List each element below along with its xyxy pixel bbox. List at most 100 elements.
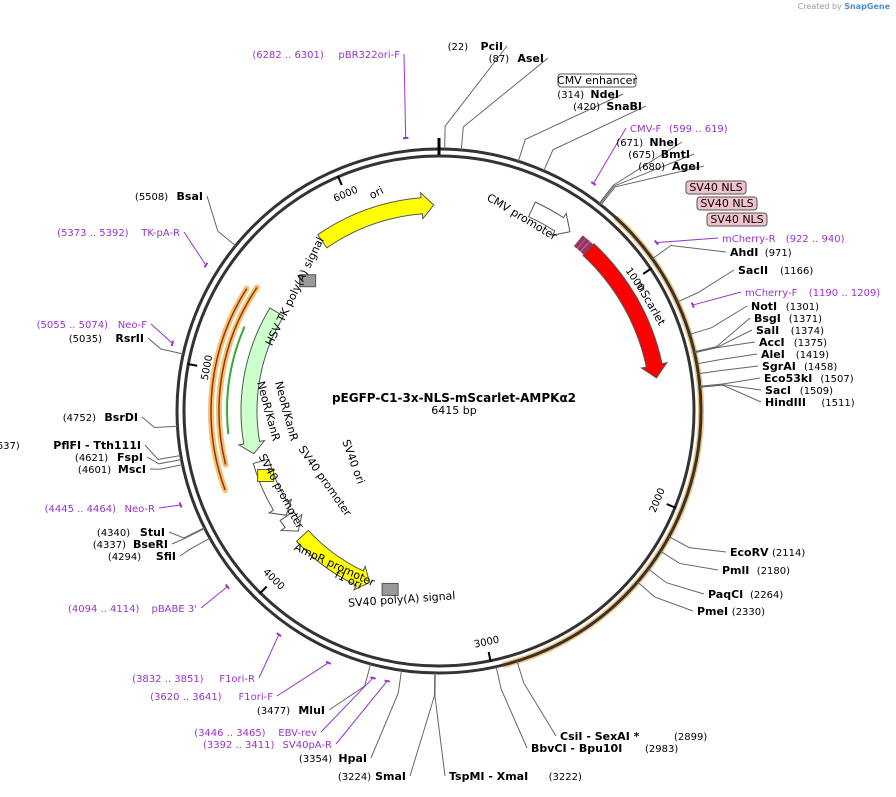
enzyme-line-9 — [689, 305, 748, 335]
enzyme-22: CsiI - SexAI * — [560, 730, 640, 743]
feature-box-label-4: SV40 NLS — [710, 213, 763, 226]
enzyme-pos-12: (1375) — [794, 338, 827, 349]
feature-8 — [279, 510, 303, 532]
tick-label-2000: 2000 — [648, 487, 668, 515]
primer-line-2 — [656, 237, 719, 244]
enzyme-pos-18: (2114) — [772, 548, 805, 559]
enzyme-line-2 — [517, 93, 624, 162]
enzyme-9: NotI — [751, 300, 777, 313]
enzyme-line-29 — [171, 527, 205, 545]
enzyme-pos-13: (1419) — [796, 350, 829, 361]
enzyme-line-22 — [516, 660, 557, 737]
feature-sv40-nls-3 — [577, 238, 590, 252]
tick-label-3000: 3000 — [473, 635, 500, 651]
enzyme-line-1 — [460, 57, 549, 150]
enzyme-line-33 — [144, 444, 181, 460]
enzyme-20: PaqCI — [708, 588, 743, 601]
enzyme-26: HpaI — [338, 752, 367, 765]
enzyme-line-24 — [434, 672, 446, 777]
enzyme-line-20 — [647, 568, 705, 595]
enzyme-pos-22: (2899) — [674, 732, 707, 743]
enzyme-pos-28: (4294) — [108, 552, 141, 563]
enzyme-line-16 — [699, 384, 762, 391]
enzyme-pos-2: (314) — [557, 90, 584, 101]
enzyme-line-19 — [660, 550, 719, 571]
enzyme-pos-9: (1301) — [786, 302, 819, 313]
enzyme-pos-20: (2264) — [750, 590, 783, 601]
enzyme-pos-14: (1458) — [804, 362, 837, 373]
feature-label-6: SV40 poly(A) signal — [348, 589, 456, 609]
enzyme-pos-0: (22) — [448, 42, 469, 53]
orf-neo-line — [210, 288, 248, 491]
feature-box-label-0: CMV enhancer — [557, 74, 637, 87]
enzyme-35: RsrII — [115, 332, 144, 345]
feature-box-2 — [685, 180, 747, 195]
enzyme-pos-17: (1511) — [821, 398, 854, 409]
enzyme-5: BmtI — [661, 148, 690, 161]
primer-line-6 — [320, 677, 374, 733]
primer-2: mCherry-R — [722, 234, 776, 245]
enzyme-line-25 — [409, 672, 436, 777]
enzyme-pos-24: (3222) — [549, 772, 582, 783]
enzyme-pos-33: (4637) — [0, 441, 20, 452]
enzyme-line-28 — [179, 537, 211, 557]
primer-mark-8 — [224, 583, 230, 590]
enzyme-pos-6: (680) — [638, 162, 665, 173]
label-leader-lines — [141, 45, 762, 777]
enzyme-pos-31: (4601) — [78, 465, 111, 476]
enzyme-21: PmeI — [697, 605, 728, 618]
enzyme-pos-34: (4752) — [63, 413, 96, 424]
enzyme-pos-35: (5035) — [69, 334, 102, 345]
primer-mark-4 — [276, 632, 282, 637]
enzyme-31: MscI — [118, 463, 146, 476]
enzyme-10: BsgI — [754, 312, 781, 325]
feature-6 — [381, 582, 399, 596]
feature-11 — [237, 307, 285, 455]
enzyme-28: SfiI — [156, 550, 176, 563]
enzyme-32: FspI — [117, 451, 143, 464]
primer-mark-0 — [402, 136, 409, 140]
credit-prefix: Created by — [797, 2, 842, 11]
enzyme-27: MluI — [298, 704, 325, 717]
enzyme-line-4 — [598, 141, 683, 204]
enzyme-13: AleI — [761, 348, 785, 361]
primer-0: pBR322ori-F — [338, 50, 400, 61]
enzyme-pos-23: (2983) — [645, 744, 678, 755]
enzyme-30: StuI — [140, 526, 165, 539]
enzyme-line-31 — [149, 464, 183, 470]
enzyme-29: BseRI — [133, 538, 168, 551]
enzyme-17: HindIII — [765, 396, 806, 409]
enzyme-line-7 — [651, 244, 727, 260]
enzyme-line-23 — [495, 666, 528, 749]
primer-3: mCherry-F — [745, 288, 798, 299]
feature-label-10: SV40 ori — [339, 438, 367, 486]
enzyme-line-0 — [444, 45, 508, 150]
plasmid-length: 6415 bp — [431, 404, 476, 417]
neo-green-arrow — [226, 326, 246, 435]
orf-neo-inner-line — [218, 287, 258, 465]
enzyme-pos-7: (971) — [765, 248, 792, 259]
primer-10: Neo-F — [118, 320, 148, 331]
feature-13 — [317, 191, 435, 249]
primer-line-7 — [335, 680, 388, 745]
snapgene-logo: SnapGene — [844, 2, 890, 11]
enzyme-line-15 — [699, 377, 761, 387]
tick-5000 — [187, 362, 198, 367]
primer-mark-2 — [653, 239, 659, 246]
primer-1: CMV-F — [630, 124, 661, 135]
tick-1000 — [642, 267, 653, 275]
enzyme-pos-5: (675) — [628, 150, 655, 161]
primer-9: Neo-R — [125, 504, 156, 515]
enzyme-pos-15: (1507) — [820, 374, 853, 385]
enzyme-pos-1: (87) — [489, 54, 510, 65]
enzyme-pos-16: (1509) — [800, 386, 833, 397]
enzyme-line-36 — [206, 195, 236, 247]
primer-line-8 — [200, 586, 228, 609]
tick-label-6000: 6000 — [332, 185, 360, 205]
primer-4: F1ori-R — [219, 674, 255, 685]
primer-8: pBABE 3' — [151, 604, 197, 615]
primer-line-9 — [158, 504, 181, 509]
feature-label-13: ori — [367, 184, 386, 202]
enzyme-line-21 — [637, 581, 694, 612]
primer-mark-9 — [178, 502, 183, 508]
